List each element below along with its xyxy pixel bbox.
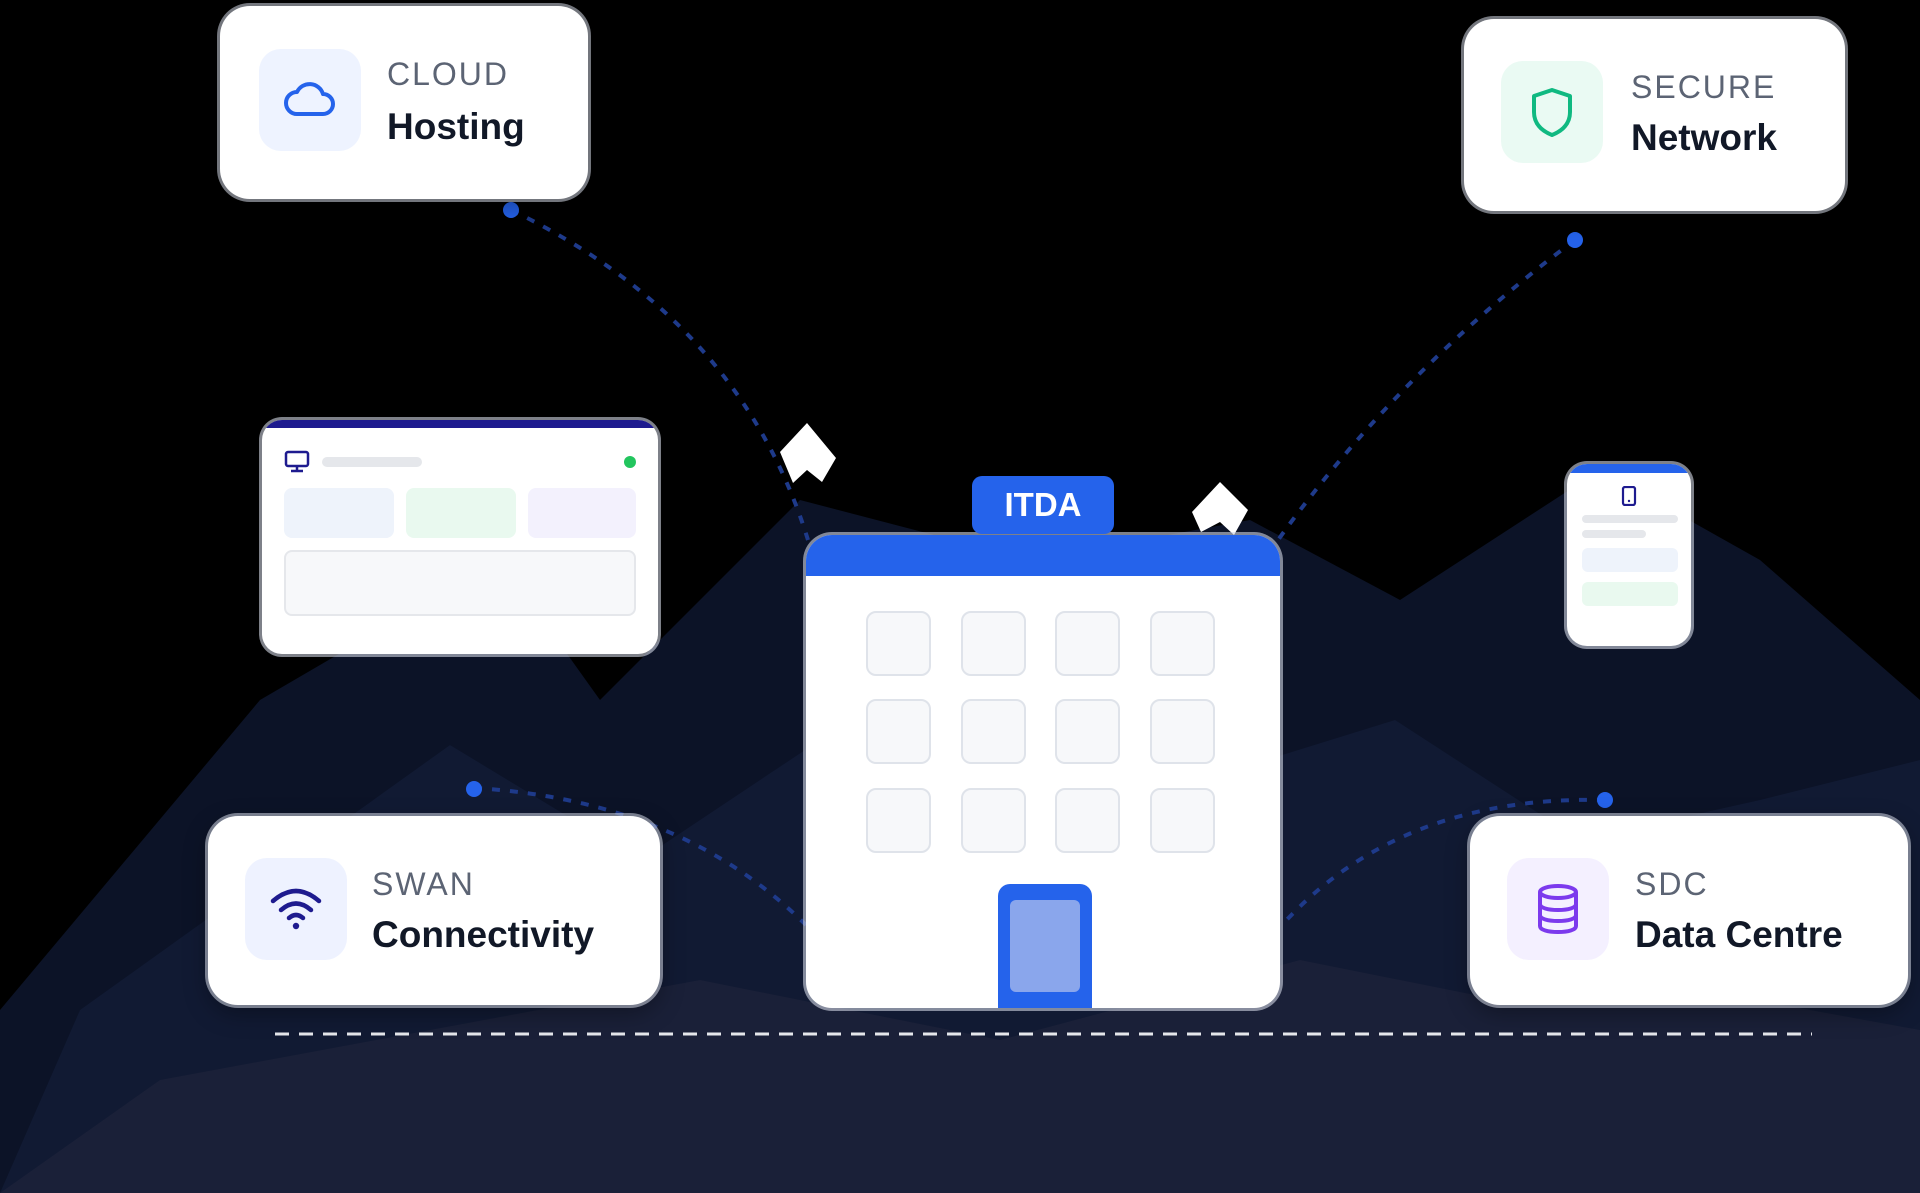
connector-dot bbox=[503, 202, 519, 218]
connector-dot bbox=[466, 781, 482, 797]
skeleton-block bbox=[1582, 582, 1678, 606]
connector-secure bbox=[1276, 238, 1577, 542]
skeleton-line bbox=[322, 457, 422, 467]
desktop-mockup bbox=[262, 420, 658, 654]
skeleton-panel bbox=[284, 550, 636, 616]
building-window bbox=[866, 699, 931, 764]
database-icon bbox=[1538, 884, 1578, 935]
connector-dot bbox=[1567, 232, 1583, 248]
swan-connectivity-card: SWAN Connectivity bbox=[208, 816, 660, 1005]
building-door bbox=[998, 884, 1092, 1008]
mobile-mockup bbox=[1567, 464, 1691, 646]
card-title: Hosting bbox=[387, 106, 525, 147]
building-window bbox=[1150, 611, 1215, 676]
building-window bbox=[1055, 788, 1120, 853]
wifi-icon-box bbox=[245, 858, 347, 960]
building-roof bbox=[806, 535, 1280, 576]
connector-sdc bbox=[1280, 797, 1606, 927]
skeleton-line bbox=[1582, 530, 1646, 538]
connector-cloud bbox=[510, 208, 810, 541]
mobile-mockup-topbar bbox=[1567, 464, 1691, 473]
card-kicker: SECURE bbox=[1631, 69, 1777, 105]
building-sign: ITDA bbox=[972, 476, 1114, 534]
connector-dot bbox=[1597, 792, 1613, 808]
cloud-icon-box bbox=[259, 49, 361, 151]
building-window bbox=[1055, 699, 1120, 764]
database-icon-box bbox=[1507, 858, 1609, 960]
card-title: Connectivity bbox=[372, 914, 595, 955]
card-kicker: SDC bbox=[1635, 866, 1709, 902]
building-window bbox=[1150, 699, 1215, 764]
phone-icon bbox=[1621, 486, 1637, 506]
building-window bbox=[1150, 788, 1215, 853]
building-window bbox=[866, 611, 931, 676]
building-window bbox=[1055, 611, 1120, 676]
shield-icon bbox=[1532, 88, 1572, 137]
skeleton-block bbox=[284, 488, 394, 538]
cloud-icon bbox=[284, 82, 335, 116]
snow-cap bbox=[1192, 482, 1248, 535]
cloud-hosting-card: CLOUD Hosting bbox=[220, 6, 588, 199]
skeleton-block bbox=[528, 488, 636, 538]
snow-cap bbox=[780, 423, 836, 483]
status-dot bbox=[624, 456, 636, 468]
mountain-near bbox=[0, 960, 1920, 1193]
shield-icon-box bbox=[1501, 61, 1603, 163]
secure-network-card: SECURE Network bbox=[1464, 19, 1845, 211]
desktop-mockup-topbar bbox=[262, 420, 658, 428]
wifi-icon bbox=[270, 888, 322, 930]
skeleton-block bbox=[406, 488, 516, 538]
building-window bbox=[961, 611, 1026, 676]
monitor-icon bbox=[284, 450, 310, 473]
building-window bbox=[961, 699, 1026, 764]
itda-building bbox=[806, 535, 1280, 1008]
building-window bbox=[961, 788, 1026, 853]
card-title: Network bbox=[1631, 117, 1777, 158]
card-title: Data Centre bbox=[1635, 914, 1843, 955]
card-kicker: SWAN bbox=[372, 866, 475, 902]
sdc-data-centre-card: SDC Data Centre bbox=[1470, 816, 1908, 1005]
building-door-glass bbox=[1010, 900, 1080, 992]
skeleton-line bbox=[1582, 515, 1678, 523]
skeleton-block bbox=[1582, 548, 1678, 572]
card-kicker: CLOUD bbox=[387, 56, 510, 92]
building-window bbox=[866, 788, 931, 853]
